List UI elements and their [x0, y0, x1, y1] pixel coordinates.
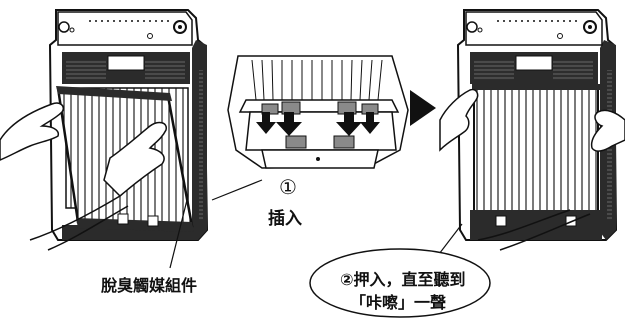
left-hand: [0, 102, 64, 161]
next-step-arrow-icon: [410, 90, 436, 126]
part-leader-line: [169, 195, 189, 269]
zoom-inset: [227, 55, 409, 169]
step1-leader-line: [211, 179, 263, 201]
insert-arrow-icons: [256, 112, 380, 136]
step1-number: ①: [279, 175, 297, 199]
step2-label-line2: 「咔嚓」一聲: [350, 293, 447, 312]
right-hand: [590, 109, 625, 152]
dial-icon: [583, 20, 597, 34]
dial-icon: [173, 20, 187, 34]
power-button-icon: [58, 21, 70, 33]
indicator-dots: [89, 20, 169, 22]
step2-label-line1: ②押入，直至聽到: [340, 270, 466, 289]
left-purifier-unit: [0, 9, 209, 251]
power-button-icon: [466, 21, 478, 33]
step2-callout-bubble: [309, 248, 491, 318]
part-name-label: 脫臭觸媒組件: [101, 276, 198, 295]
right-purifier-unit: [439, 9, 625, 251]
left-hand: [439, 88, 479, 152]
right-hand: [103, 121, 167, 198]
step1-label: 插入: [268, 209, 302, 229]
